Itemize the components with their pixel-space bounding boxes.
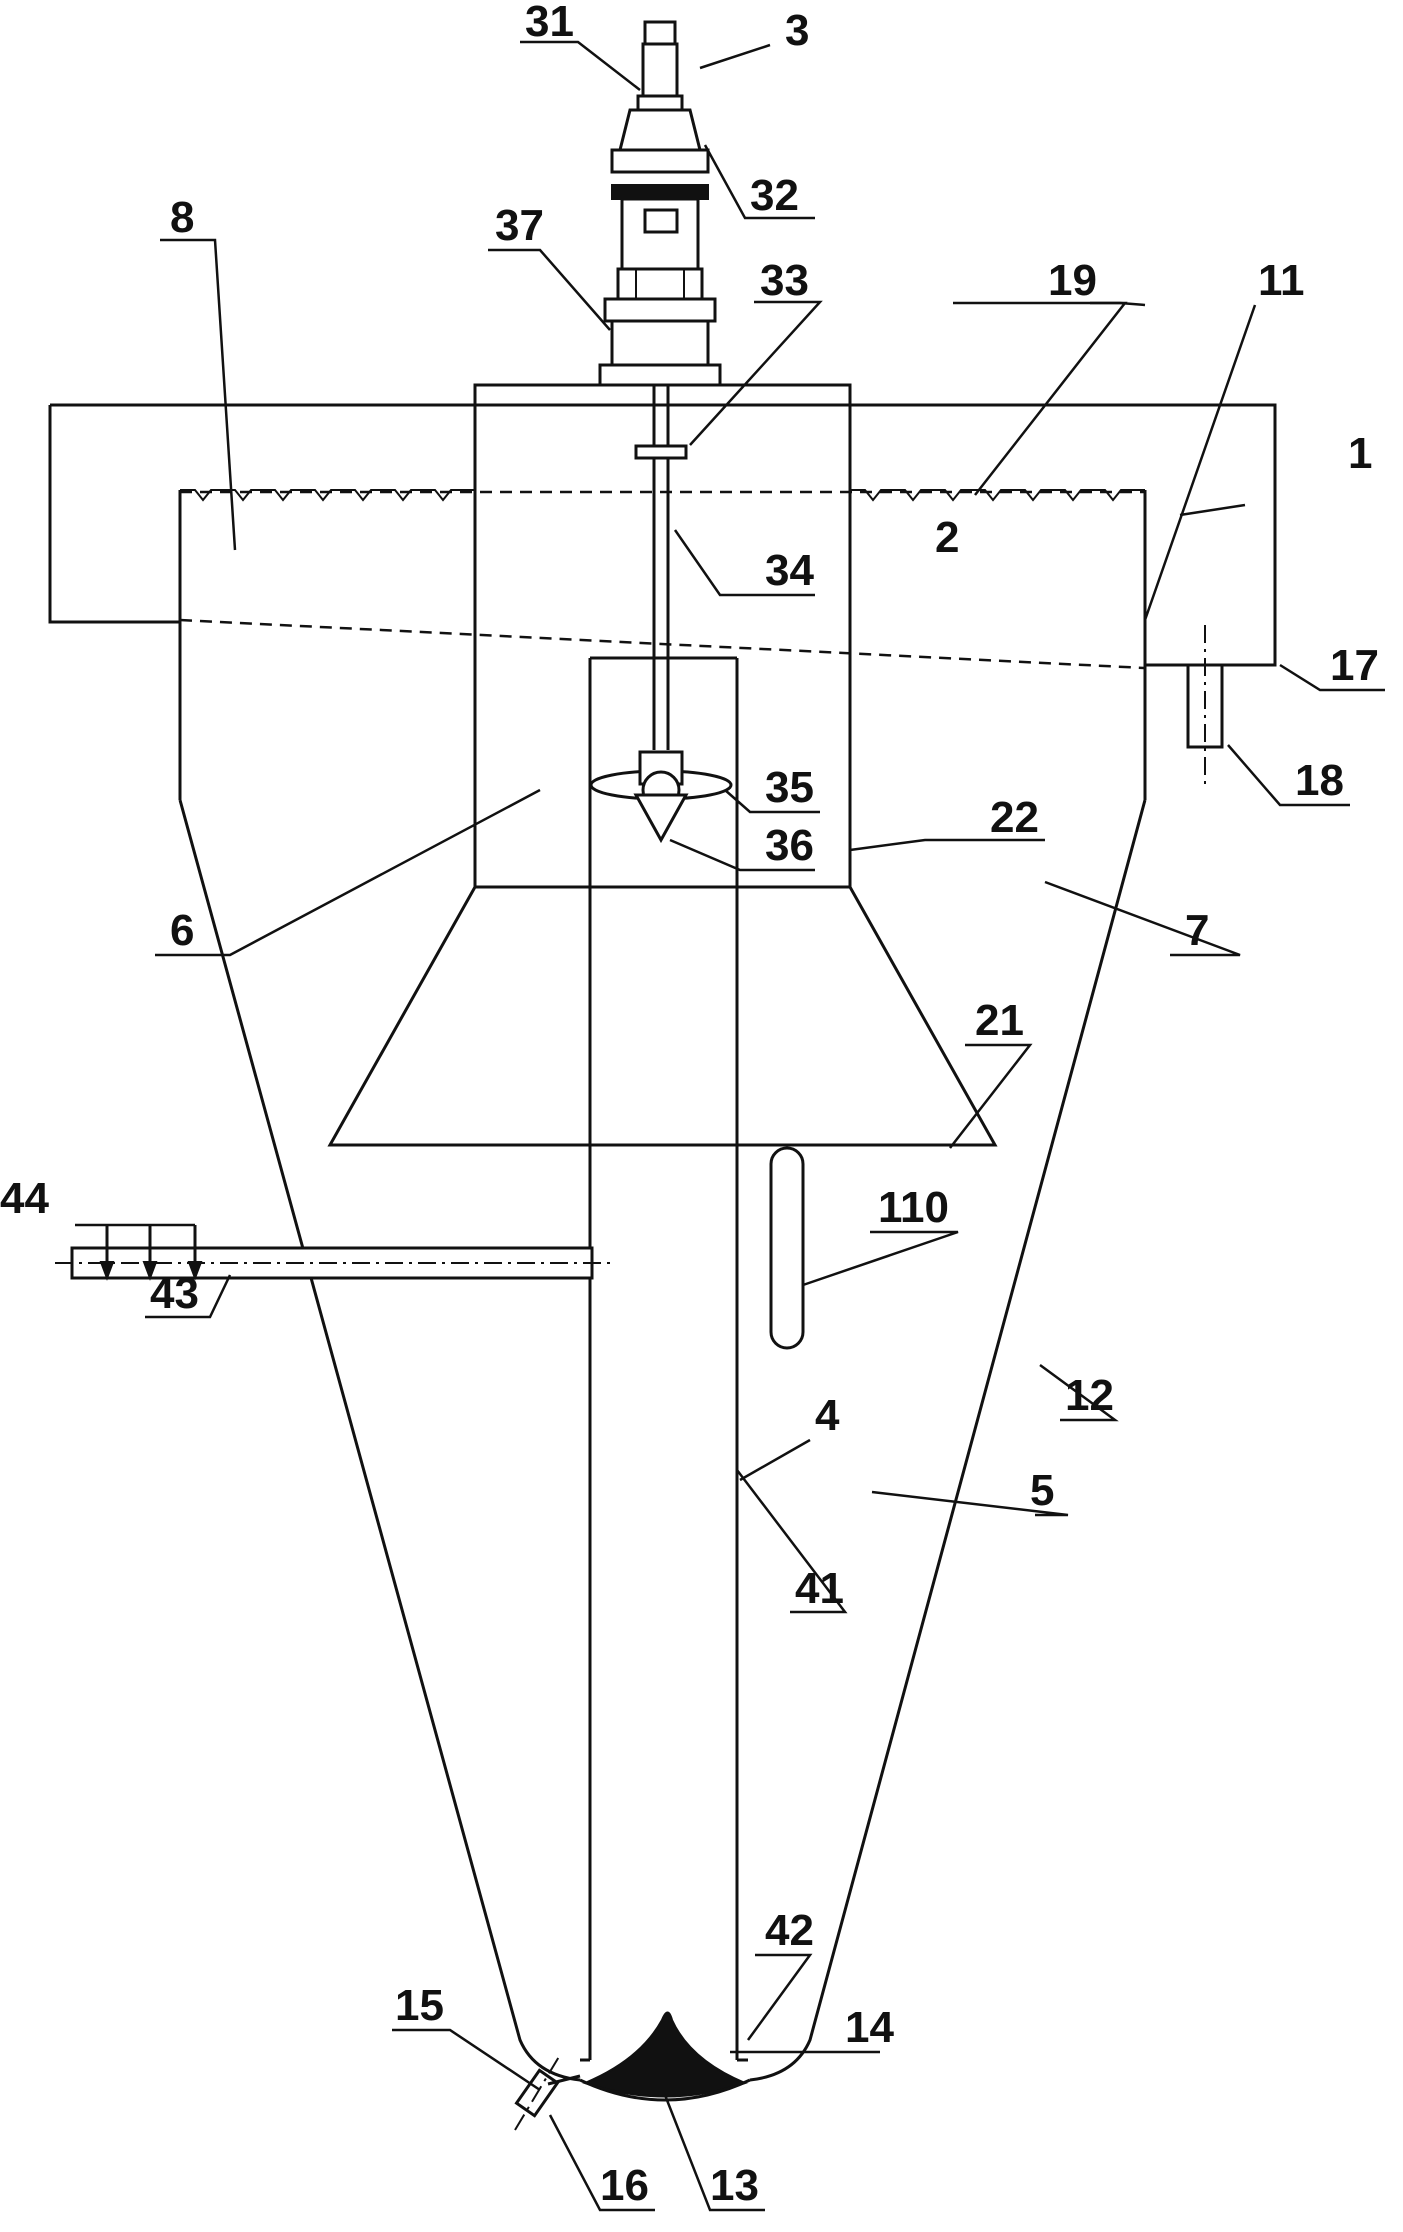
label-32: 32 — [750, 171, 799, 220]
outlet-pipe — [1186, 625, 1224, 790]
label-37: 37 — [495, 201, 544, 250]
label-43: 43 — [150, 1269, 199, 1318]
label-6: 6 — [170, 906, 194, 955]
label-19: 19 — [1048, 256, 1097, 305]
label-15: 15 — [395, 1981, 444, 2030]
agitator-assembly — [589, 20, 733, 844]
label-36: 36 — [765, 821, 814, 870]
label-35: 35 — [765, 763, 814, 812]
label-3: 3 — [785, 6, 809, 55]
draft-tube — [580, 656, 748, 2062]
nozzle-arrows — [99, 1225, 203, 1281]
label-7: 7 — [1185, 906, 1209, 955]
label-41: 41 — [795, 1564, 844, 1613]
probe — [769, 1146, 805, 1350]
label-2: 2 — [935, 513, 959, 562]
inlet-pipe — [55, 1225, 610, 1281]
label-22: 22 — [990, 793, 1039, 842]
label-21: 21 — [975, 996, 1024, 1045]
label-17: 17 — [1330, 641, 1379, 690]
label-18: 18 — [1295, 756, 1344, 805]
label-42: 42 — [765, 1906, 814, 1955]
label-31: 31 — [525, 0, 574, 46]
reference-labels: 31 3 32 37 33 8 19 11 1 34 2 17 18 35 36… — [0, 0, 1379, 2210]
label-16: 16 — [600, 2161, 649, 2210]
label-11: 11 — [1258, 256, 1305, 305]
label-8: 8 — [170, 193, 194, 242]
label-44: 44 — [0, 1174, 49, 1223]
label-110: 110 — [878, 1183, 949, 1232]
label-1: 1 — [1348, 429, 1372, 478]
label-14: 14 — [845, 2003, 894, 2052]
water-level-slope — [179, 618, 1146, 670]
label-34: 34 — [765, 546, 814, 595]
label-4: 4 — [815, 1391, 840, 1440]
label-5: 5 — [1030, 1466, 1054, 1515]
label-13: 13 — [710, 2161, 759, 2210]
label-33: 33 — [760, 256, 809, 305]
drain-valve — [514, 2054, 581, 2131]
leader-lines — [75, 40, 1385, 2212]
label-12: 12 — [1065, 1371, 1114, 1420]
sediment-mound — [582, 2011, 748, 2098]
